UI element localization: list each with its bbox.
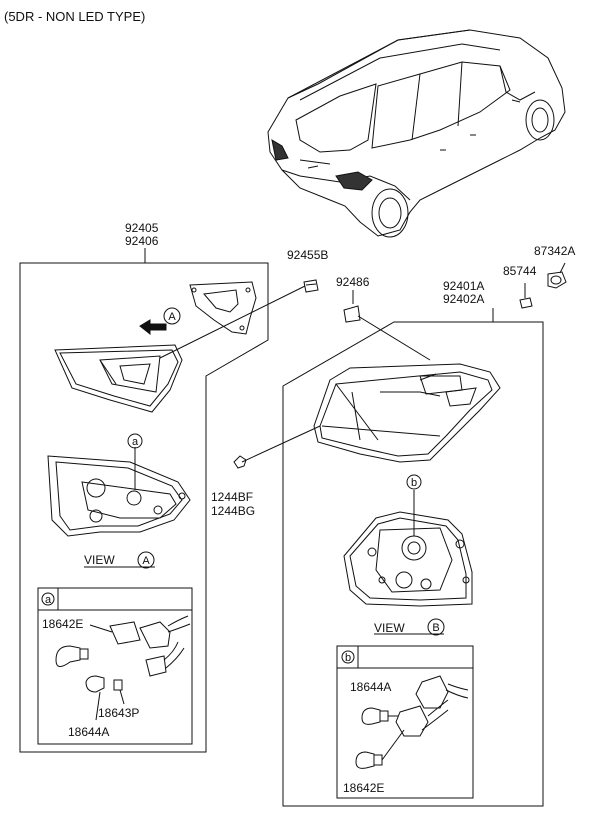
callout-b-circle [406, 474, 422, 490]
part-label-92402A: 92402A [443, 292, 485, 306]
part-label-85744: 85744 [503, 264, 537, 278]
fastener-parts [233, 262, 567, 469]
part-label-92486: 92486 [336, 275, 370, 289]
view-a-circle-letter: A [142, 555, 150, 567]
view-b-label: VIEW [374, 621, 405, 635]
detail-a-label-18642E: 18642E [42, 617, 84, 631]
view-b-circle-letter: B [432, 622, 439, 634]
detail-a-label-18643P: 18643P [98, 706, 140, 720]
view-a-label: VIEW [84, 553, 115, 567]
detail-b-label-18644A: 18644A [350, 680, 392, 694]
detail-a-tag: a [45, 594, 52, 606]
arrow-a-letter: A [168, 311, 176, 323]
diagram-title: (5DR - NON LED TYPE) [4, 9, 146, 24]
detail-a-label-18644A: 18644A [68, 725, 110, 739]
callout-a-circle [127, 433, 143, 449]
callout-b-letter: b [411, 477, 417, 489]
part-label-92455B: 92455B [287, 248, 329, 262]
detail-b-tag: b [345, 652, 351, 664]
inner-lamp-group [19, 248, 306, 753]
detail-b-box [336, 645, 474, 799]
detail-b-label-18642E: 18642E [343, 781, 385, 795]
detail-a-box [37, 587, 193, 745]
part-label-1244BG: 1244BG [211, 504, 256, 518]
part-label-1244BF: 1244BF [211, 490, 254, 504]
part-label-87342A: 87342A [534, 244, 576, 258]
outer-lamp-group [282, 308, 544, 807]
callout-a-letter: a [132, 436, 139, 448]
part-label-92401A: 92401A [443, 279, 485, 293]
part-label-92406: 92406 [125, 234, 159, 248]
part-label-92405: 92405 [125, 221, 159, 235]
car-illustration [267, 29, 566, 238]
